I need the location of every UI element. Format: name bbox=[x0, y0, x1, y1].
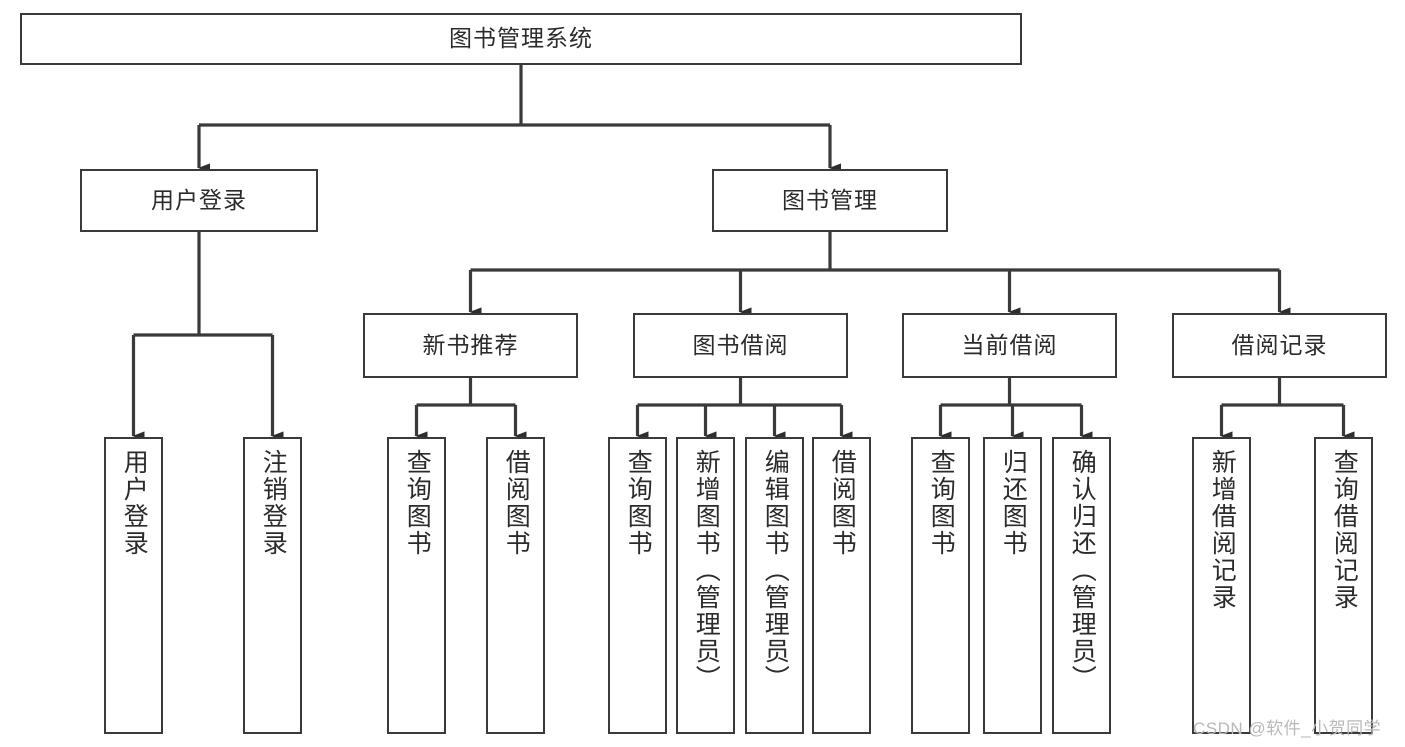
node-current-borrow[interactable]: 当前借阅 bbox=[902, 313, 1117, 378]
node-borrow-record-label: 借阅记录 bbox=[1231, 331, 1328, 358]
node-leaf-current-query-book-label: 查询图书 bbox=[927, 449, 956, 557]
node-leaf-user-login-label: 用户登录 bbox=[120, 449, 149, 557]
node-user-login-module[interactable]: 用户登录 bbox=[80, 169, 318, 232]
node-leaf-borrow-query-book[interactable]: 查询图书 bbox=[608, 437, 667, 734]
node-leaf-add-borrow-record[interactable]: 新增借阅记录 bbox=[1192, 437, 1251, 734]
node-root-label: 图书管理系统 bbox=[449, 25, 593, 52]
node-leaf-add-borrow-record-label: 新增借阅记录 bbox=[1208, 449, 1237, 611]
node-root[interactable]: 图书管理系统 bbox=[20, 13, 1022, 65]
node-leaf-borrow-book[interactable]: 借阅图书 bbox=[812, 437, 871, 734]
node-leaf-confirm-return-admin[interactable]: 确认归还（管理员） bbox=[1052, 437, 1111, 734]
node-user-login-module-label: 用户登录 bbox=[151, 186, 247, 213]
node-leaf-query-borrow-record-label: 查询借阅记录 bbox=[1330, 449, 1359, 611]
node-new-book-recommend-label: 新书推荐 bbox=[422, 331, 519, 358]
node-book-management-module-label: 图书管理 bbox=[782, 186, 878, 213]
node-leaf-return-book[interactable]: 归还图书 bbox=[983, 437, 1042, 734]
node-leaf-edit-book-admin-label: 编辑图书（管理员） bbox=[761, 449, 790, 692]
node-leaf-edit-book-admin[interactable]: 编辑图书（管理员） bbox=[745, 437, 804, 734]
node-leaf-new-borrow-book-label: 借阅图书 bbox=[502, 449, 531, 557]
node-leaf-user-login[interactable]: 用户登录 bbox=[104, 437, 163, 734]
node-book-borrow[interactable]: 图书借阅 bbox=[633, 313, 848, 378]
node-leaf-user-logout-label: 注销登录 bbox=[259, 449, 288, 557]
node-leaf-borrow-query-book-label: 查询图书 bbox=[624, 449, 653, 557]
node-leaf-borrow-book-label: 借阅图书 bbox=[828, 449, 857, 557]
node-leaf-new-query-book[interactable]: 查询图书 bbox=[387, 437, 446, 734]
node-book-management-module[interactable]: 图书管理 bbox=[712, 169, 948, 232]
node-current-borrow-label: 当前借阅 bbox=[961, 331, 1058, 358]
node-leaf-new-borrow-book[interactable]: 借阅图书 bbox=[486, 437, 545, 734]
node-borrow-record[interactable]: 借阅记录 bbox=[1172, 313, 1387, 378]
node-book-borrow-label: 图书借阅 bbox=[692, 331, 789, 358]
node-leaf-return-book-label: 归还图书 bbox=[999, 449, 1028, 557]
node-leaf-add-book-admin-label: 新增图书（管理员） bbox=[692, 449, 721, 692]
node-leaf-new-query-book-label: 查询图书 bbox=[403, 449, 432, 557]
csdn-watermark: CSDN @软件_小贺同学 bbox=[1193, 719, 1382, 738]
node-leaf-user-logout[interactable]: 注销登录 bbox=[243, 437, 302, 734]
node-leaf-confirm-return-admin-label: 确认归还（管理员） bbox=[1068, 449, 1097, 692]
node-leaf-query-borrow-record[interactable]: 查询借阅记录 bbox=[1314, 437, 1373, 734]
node-new-book-recommend[interactable]: 新书推荐 bbox=[363, 313, 578, 378]
node-leaf-current-query-book[interactable]: 查询图书 bbox=[911, 437, 970, 734]
node-leaf-add-book-admin[interactable]: 新增图书（管理员） bbox=[676, 437, 735, 734]
